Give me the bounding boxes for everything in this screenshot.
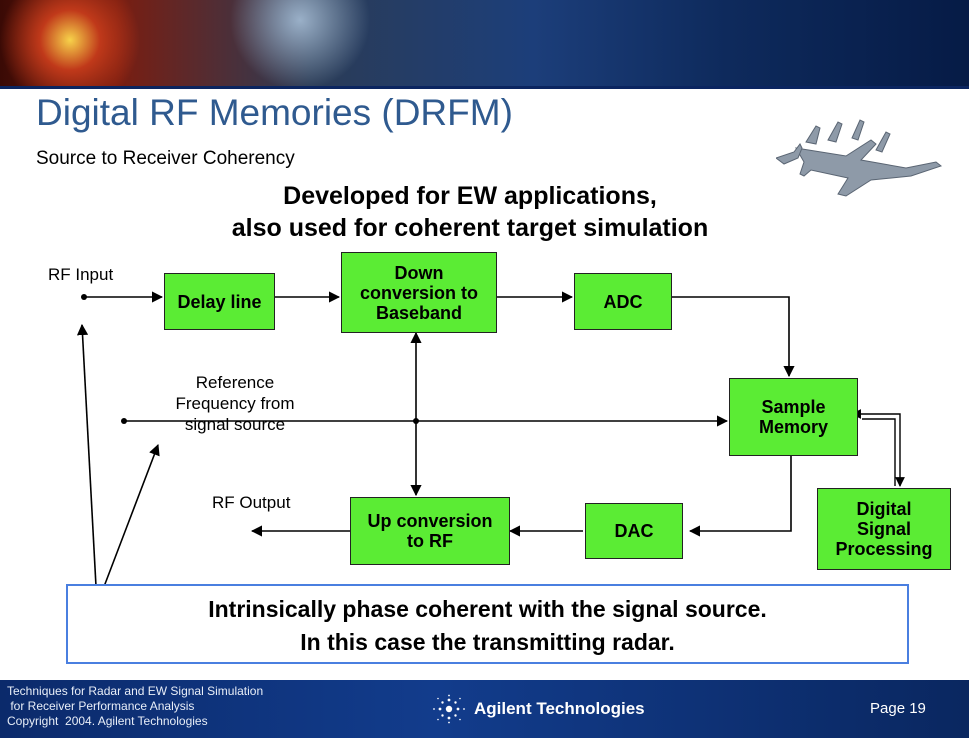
agilent-brand: Agilent Technologies xyxy=(430,694,645,724)
header-banner xyxy=(0,0,969,88)
heading-line-2: also used for coherent target simulation xyxy=(231,214,709,242)
sample-memory-line-2: Memory xyxy=(758,417,829,437)
coherency-arrow-rf-input xyxy=(76,323,98,606)
page-number: Page 19 xyxy=(870,700,926,717)
sample-memory-block: Sample Memory xyxy=(729,378,858,456)
down-conversion-block: Down conversion to Baseband xyxy=(341,252,497,333)
delay-line-block: Delay line xyxy=(164,273,275,330)
heading-line-1: Developed for EW applications, xyxy=(283,182,657,210)
up-conversion-block: Up conversion to RF xyxy=(350,497,510,565)
footer-line-1: Techniques for Radar and EW Signal Simul… xyxy=(7,684,264,698)
reference-split-junction xyxy=(413,418,419,424)
callout-line-1: Intrinsically phase coherent with the si… xyxy=(208,596,767,622)
memory-dsp-bus-inner xyxy=(862,418,896,486)
dsp-block: Digital Signal Processing xyxy=(817,488,951,570)
footer-bar: Techniques for Radar and EW Signal Simul… xyxy=(0,680,969,738)
up-conversion-line-1: Up conversion xyxy=(367,511,493,531)
dsp-line-3: Processing xyxy=(835,539,933,559)
coherency-arrow-reference xyxy=(96,443,160,606)
dsp-line-2: Signal xyxy=(856,519,911,539)
footer-course-text: Techniques for Radar and EW Signal Simul… xyxy=(7,684,263,729)
sample-memory-line-1: Sample xyxy=(761,397,826,417)
reference-label-line-1: Reference xyxy=(195,373,275,392)
footer-line-2: for Receiver Performance Analysis xyxy=(7,699,195,713)
coherency-callout: Intrinsically phase coherent with the si… xyxy=(66,584,909,664)
adc-block: ADC xyxy=(574,273,672,330)
slide-title: Digital RF Memories (DRFM) xyxy=(36,92,513,133)
agilent-brand-name: Agilent Technologies xyxy=(474,699,645,718)
down-conversion-line-2: conversion to xyxy=(359,282,479,303)
rf-output-label: RF Output xyxy=(212,493,291,512)
rf-input-junction xyxy=(81,294,87,300)
down-conversion-line-3: Baseband xyxy=(375,302,463,323)
memory-to-dac-line xyxy=(688,456,792,537)
adc-to-memory-line xyxy=(672,296,795,378)
header-stripe xyxy=(0,86,969,89)
diagram-heading: Developed for EW applications, also used… xyxy=(130,180,810,244)
slide-subtitle: Source to Receiver Coherency xyxy=(36,148,295,169)
memory-dsp-bus-outer xyxy=(851,409,905,487)
reference-label-line-2: Frequency from xyxy=(175,394,295,413)
callout-line-2: In this case the transmitting radar. xyxy=(300,629,675,655)
footer-copyright: Copyright 2004. Agilent Technologies xyxy=(7,714,208,728)
agilent-spark-logo xyxy=(433,694,465,724)
down-conversion-line-1: Down xyxy=(394,262,444,283)
reference-label: Reference Frequency from signal source xyxy=(135,372,335,435)
reference-junction xyxy=(121,418,127,424)
rf-input-label: RF Input xyxy=(48,265,114,284)
reference-label-line-3: signal source xyxy=(184,415,286,434)
jet-aircraft-illustration xyxy=(776,119,943,197)
dsp-line-1: Digital xyxy=(856,499,912,519)
up-conversion-line-2: to RF xyxy=(407,531,453,551)
dac-block: DAC xyxy=(585,503,683,559)
